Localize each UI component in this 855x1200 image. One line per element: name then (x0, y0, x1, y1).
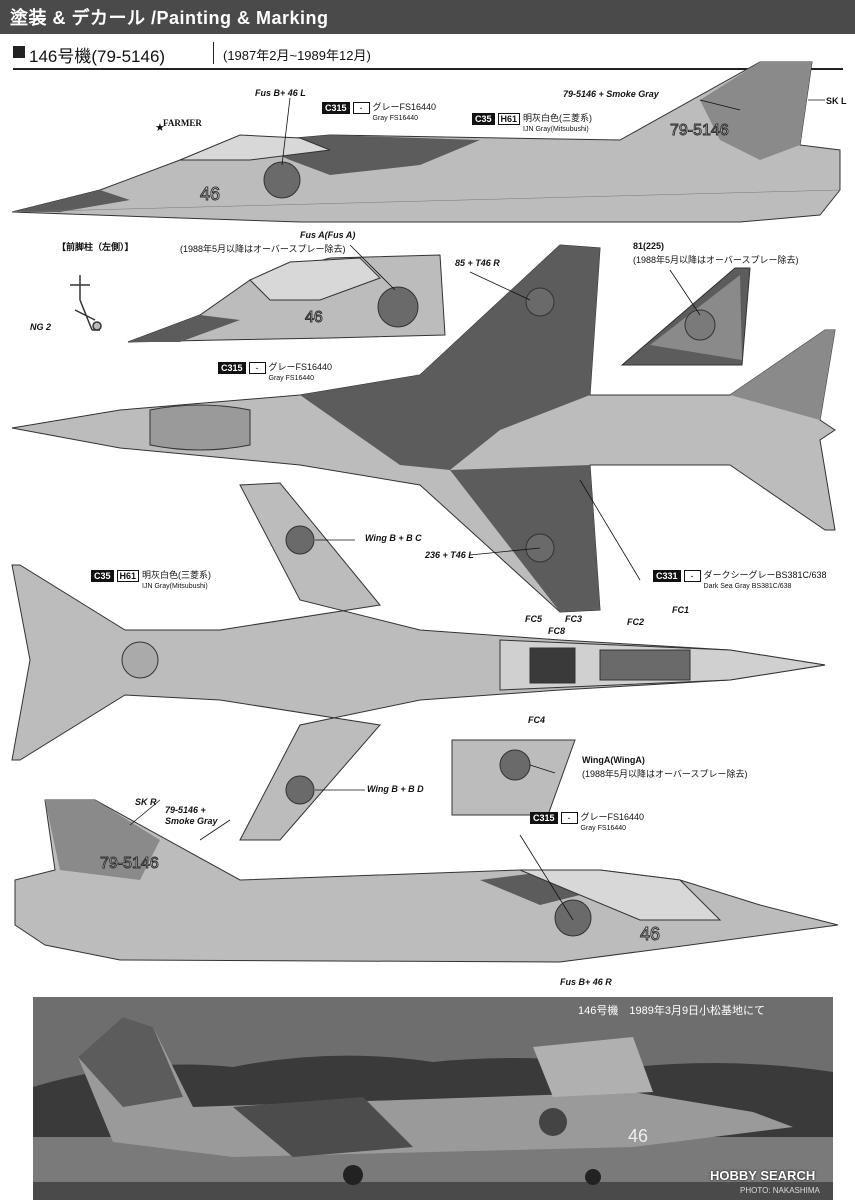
nose-number-right: 46 (640, 924, 660, 944)
plan-view-bottom (11, 482, 826, 841)
n81-label: 81(225) (633, 241, 665, 251)
photo-caption: 146号機 1989年3月9日小松基地にて (578, 1005, 766, 1017)
h61-code-2: H61 (116, 570, 140, 582)
h61-code: H61 (497, 113, 521, 125)
wing-detail-a (451, 739, 576, 816)
smoke-gray-bottom-label-1: 79-5146 + (165, 805, 206, 815)
smoke-gray-bottom-label-2: Smoke Gray (165, 816, 218, 826)
leader-lines (129, 97, 825, 921)
c331-code: C331 (653, 570, 681, 582)
c315-sub-3: - (560, 812, 578, 824)
fc4-label: FC4 (528, 715, 546, 725)
n81-note: (1988年5月以降はオーバースプレー除去) (633, 255, 799, 265)
c35-jp: 明灰白色(三菱系) (523, 113, 593, 123)
smoke-gray-top-label: 79-5146 + Smoke Gray (563, 89, 659, 99)
aircraft-drawings: 46 79-5146 46 (11, 61, 841, 963)
page-header: 塗装 & デカール /Painting & Marking (0, 0, 855, 34)
nose-gear-title: 【前脚柱（左側）】 (57, 242, 134, 252)
c315-en: Gray FS16440 (372, 115, 419, 122)
nose-detail-view: 46 (127, 254, 446, 343)
fc1-label: FC1 (672, 605, 690, 615)
hobby-search-watermark: HOBBY SEARCH (710, 1168, 816, 1183)
c35-en-2: IJN Gray(Mitsubushi) (142, 583, 208, 590)
side-view-left: 46 79-5146 (11, 61, 841, 223)
c315-code: C315 (322, 102, 350, 114)
sk-l-label: SK L (826, 96, 847, 106)
color-code-c35-bottom: C35 H61 明灰白色(三菱系) IJN Gray(Mitsubushi) (91, 570, 211, 592)
fc5-label: FC5 (525, 614, 543, 624)
photo-scene: 46 (33, 997, 833, 1200)
c315-code-2: C315 (218, 362, 246, 374)
wing-a-note: (1988年5月以降はオーバースプレー除去) (582, 769, 748, 779)
square-bullet-icon (13, 46, 25, 58)
nose-gear-drawing (70, 275, 102, 331)
c35-en: IJN Gray(Mitsubushi) (523, 126, 589, 133)
subheader-divider (213, 42, 214, 64)
fus-b-46l-label: Fus B+ 46 L (255, 88, 306, 98)
color-code-c35-top: C35 H61 明灰白色(三菱系) IJN Gray(Mitsubushi) (472, 113, 592, 135)
c315-code-3: C315 (530, 812, 558, 824)
c315-en-2: Gray FS16440 (268, 375, 315, 382)
ng2-label: NG 2 (30, 322, 52, 332)
c315-jp: グレーFS16440 (372, 102, 437, 112)
fus-a-label: Fus A(Fus A) (300, 230, 356, 240)
nose-number-detail: 46 (305, 309, 323, 326)
fc8-label: FC8 (548, 626, 566, 636)
t46r-label: 85 + T46 R (455, 258, 500, 268)
reference-photo: 46 (33, 997, 833, 1200)
c35-jp-2: 明灰白色(三菱系) (142, 570, 212, 580)
plan-view-top (11, 244, 836, 613)
subheader: 146号機(79-5146) (1987年2月~1989年12月) (13, 42, 843, 70)
c315-sub: - (352, 102, 370, 114)
header-title: 塗装 & デカール /Painting & Marking (10, 8, 329, 28)
star-icon: ★ (155, 122, 165, 134)
wing-detail-81 (620, 267, 751, 366)
c331-en: Dark Sea Gray BS381C/638 (703, 583, 792, 590)
wing-bc-label: Wing B + B C (365, 533, 422, 543)
nose-number-left: 46 (200, 184, 220, 204)
tail-serial-left: 79-5146 (670, 122, 729, 139)
fc2-label: FC2 (627, 617, 645, 627)
c315-jp-2: グレーFS16440 (268, 362, 333, 372)
wing-a-label: WingA(WingA) (582, 755, 645, 765)
subheader-title: 146号機(79-5146) (29, 47, 166, 66)
tail-serial-right: 79-5146 (100, 855, 159, 872)
subheader-period: (1987年2月~1989年12月) (223, 48, 371, 63)
photo-nose-number: 46 (628, 1126, 648, 1146)
fus-a-note: (1988年5月以降はオーバースプレー除去) (180, 244, 346, 254)
photo-credit: PHOTO: NAKASHIMA (740, 1186, 820, 1195)
farmer-label: FARMER (163, 118, 202, 128)
c315-sub-2: - (248, 362, 266, 374)
c35-code: C35 (472, 113, 495, 125)
c315-en-3: Gray FS16440 (580, 825, 627, 832)
c331-jp: ダークシーグレーBS381C/638 (703, 570, 827, 580)
sk-r-label: SK R (135, 797, 157, 807)
t46l-label: 236 + T46 L (425, 550, 474, 560)
fc3-label: FC3 (565, 614, 583, 624)
side-view-right: 46 79-5146 (14, 799, 839, 963)
c331-sub: - (683, 570, 701, 582)
wing-bd-label: Wing B + B D (367, 784, 424, 794)
c315-jp-3: グレーFS16440 (580, 812, 645, 822)
fus-b-46r-label: Fus B+ 46 R (560, 977, 612, 987)
c35-code-2: C35 (91, 570, 114, 582)
